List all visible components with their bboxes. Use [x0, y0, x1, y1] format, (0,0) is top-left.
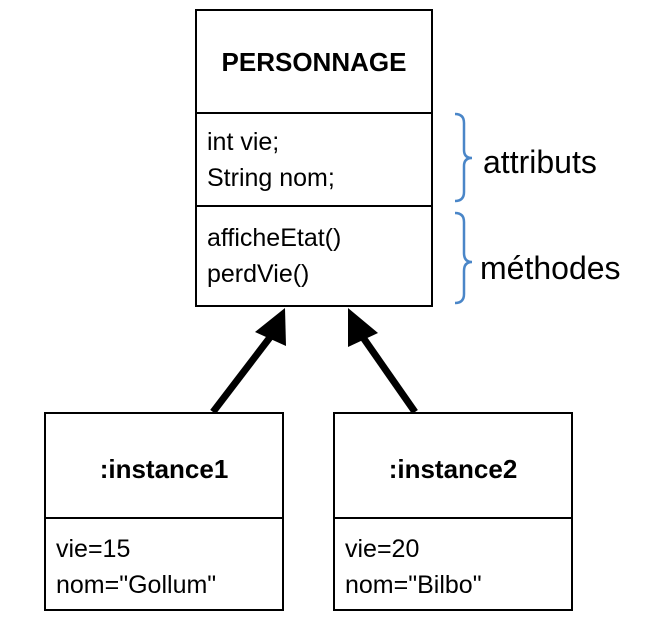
instance1-values-section: vie=15 nom="Gollum": [46, 517, 282, 611]
attributes-label: attributs: [483, 144, 597, 180]
class-name: PERSONNAGE: [221, 47, 407, 77]
class-attributes-section: int vie; String nom;: [197, 112, 431, 205]
methods-brace: [454, 211, 473, 305]
instance2-name-section: :instance2: [335, 414, 571, 517]
object-box-instance2: :instance2 vie=20 nom="Bilbo": [333, 412, 573, 611]
methods-label: méthodes: [480, 250, 621, 286]
instance1-value: nom="Gollum": [56, 571, 217, 599]
class-methods-section: afficheEtat() perdVie(): [197, 205, 431, 307]
instance2-value: vie=20: [345, 535, 420, 563]
instance1-name: :instance1: [99, 454, 229, 484]
object-box-instance1: :instance1 vie=15 nom="Gollum": [44, 412, 284, 611]
instance2-value: nom="Bilbo": [345, 571, 482, 599]
instance1-to-class-arrow: [210, 308, 286, 415]
attribute-item: int vie;: [207, 128, 280, 156]
method-item: perdVie(): [207, 260, 310, 288]
instance2-values-section: vie=20 nom="Bilbo": [335, 517, 571, 611]
method-item: afficheEtat(): [207, 224, 342, 252]
class-name-section: PERSONNAGE: [197, 11, 431, 112]
instance1-name-section: :instance1: [46, 414, 282, 517]
instance2-to-class-arrow: [348, 308, 418, 415]
class-box-personnage: PERSONNAGE int vie; String nom; afficheE…: [195, 9, 433, 307]
instance2-name: :instance2: [388, 454, 518, 484]
instance1-value: vie=15: [56, 535, 131, 563]
attributes-brace: [454, 112, 473, 203]
attribute-item: String nom;: [207, 164, 335, 192]
